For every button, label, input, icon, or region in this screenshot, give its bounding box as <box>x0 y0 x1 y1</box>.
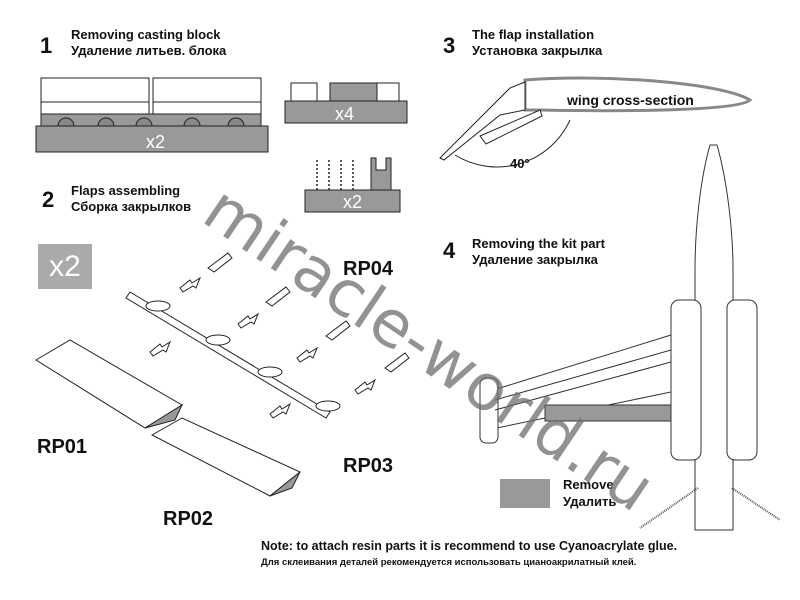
flaps-assembly-diagram <box>35 252 410 497</box>
step-2-title-en: Flaps assembling <box>71 183 181 198</box>
part-label-rp02: RP02 <box>163 508 214 530</box>
note-en: Note: to attach resin parts it is recomm… <box>261 539 678 553</box>
step-2-number: 2 <box>42 187 55 212</box>
step-4-title-ru: Удаление закрылка <box>472 252 598 267</box>
casting-block-1-diagram: x2 <box>35 77 269 153</box>
step-3-number: 3 <box>443 33 456 58</box>
remove-legend-en: Remove <box>563 477 614 492</box>
casting-block-3-diagram: x2 <box>304 157 401 213</box>
step-1-title-en: Removing casting block <box>71 27 221 42</box>
casting-block-3-qty: x2 <box>343 192 362 212</box>
step-1-title-ru: Удаление литьев. блока <box>71 43 227 58</box>
casting-block-2-qty: x4 <box>335 104 354 124</box>
casting-block-2-diagram: x4 <box>284 82 408 124</box>
part-label-rp03: RP03 <box>343 455 394 477</box>
remove-legend-ru: Удалить <box>563 494 617 509</box>
step-3-title-en: The flap installation <box>472 27 595 42</box>
wing-cross-section-label: wing cross-section <box>566 92 694 108</box>
part-label-rp04: RP04 <box>343 258 394 280</box>
part-label-rp01: RP01 <box>37 436 88 458</box>
flap-angle-label: 40° <box>510 156 530 171</box>
casting-block-1-qty: x2 <box>146 132 165 152</box>
wing-cross-section-diagram: wing cross-section 40° <box>439 76 753 171</box>
step-3-title-ru: Установка закрылка <box>472 43 603 58</box>
step-4-number: 4 <box>443 238 456 263</box>
step-2-title-ru: Сборка закрылков <box>71 199 192 214</box>
flaps-multiplier-badge: x2 <box>38 244 92 289</box>
step-4-title-en: Removing the kit part <box>472 236 605 251</box>
aircraft-topview-diagram <box>479 144 781 531</box>
step-1-number: 1 <box>40 33 53 58</box>
note-ru: Для склеивания деталей рекомендуется исп… <box>261 557 637 568</box>
remove-legend-swatch <box>500 479 550 508</box>
